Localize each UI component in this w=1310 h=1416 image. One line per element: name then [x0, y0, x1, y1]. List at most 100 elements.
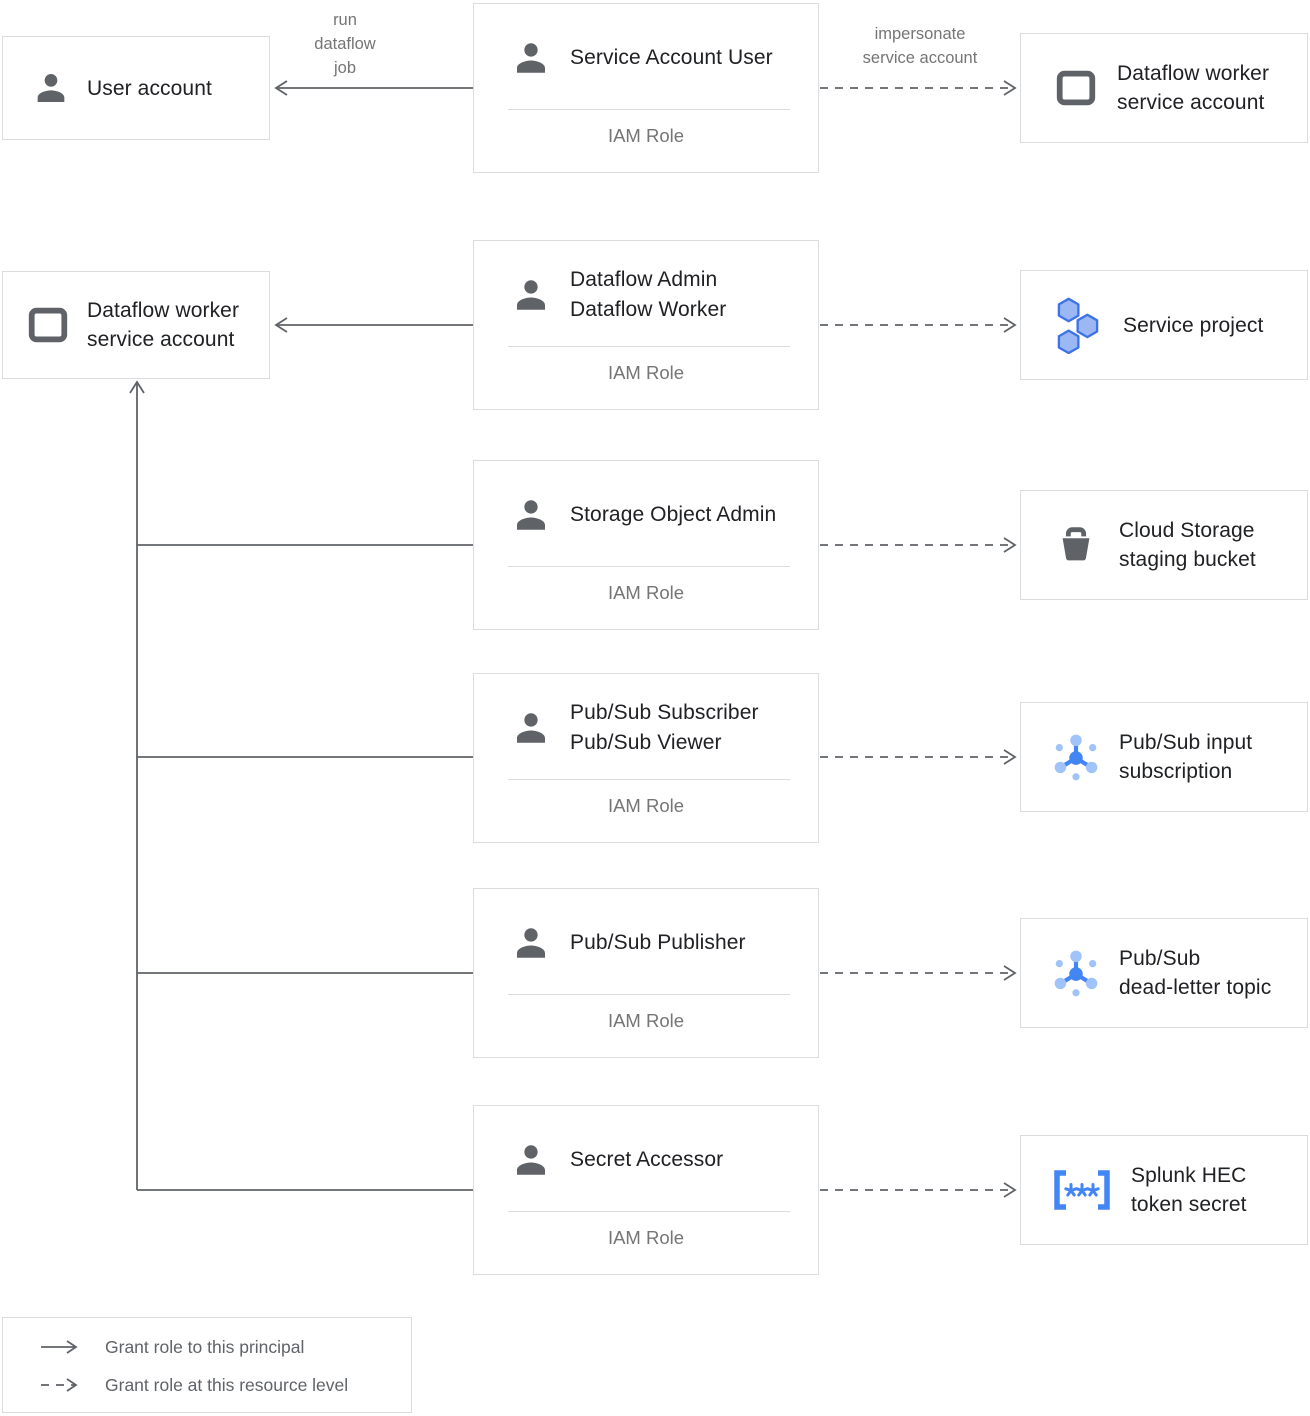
pubsub-icon	[1054, 950, 1098, 997]
secret-icon	[1054, 1170, 1110, 1210]
iam-role-title: Service Account User	[570, 43, 773, 73]
iam-box-head: Secret Accessor	[474, 1110, 818, 1210]
divider	[508, 109, 790, 110]
person-icon	[517, 280, 545, 310]
edge-label-line: dataflow	[314, 35, 376, 53]
label-line: token secret	[1131, 1193, 1247, 1216]
iam-title-line: Pub/Sub Publisher	[570, 931, 746, 954]
iam-role-subtitle: IAM Role	[607, 1227, 685, 1248]
arrowhead-right-icon	[1003, 1182, 1017, 1198]
service-account-icon	[1056, 70, 1096, 106]
resource-label: Dataflow worker service account	[1117, 59, 1269, 117]
label-line: Dataflow worker	[1117, 62, 1270, 85]
legend-label: Grant role to this principal	[105, 1336, 305, 1357]
arrowhead-up-icon	[129, 380, 145, 394]
divider	[508, 994, 790, 995]
iam-role-subtitle: IAM Role	[607, 582, 685, 603]
resource-input-subscription-box: Pub/Sub input subscription	[1020, 702, 1308, 812]
iam-role-title: Pub/Sub Publisher	[570, 928, 746, 958]
legend-item-dashed: Grant role at this resource level	[3, 1366, 411, 1404]
label-line: dead-letter topic	[1119, 976, 1272, 999]
label-line: Service project	[1123, 313, 1264, 337]
iam-box-head: Pub/Sub Publisher	[474, 893, 818, 993]
bucket-icon	[1062, 527, 1090, 561]
divider	[508, 779, 790, 780]
edge-label-line: impersonate	[874, 25, 966, 43]
iam-title-line: Dataflow Admin	[570, 268, 718, 291]
iam-role-subtitle: IAM Role	[607, 1010, 685, 1031]
iam-box-head: Dataflow Admin Dataflow Worker	[474, 245, 818, 345]
iam-box-pubsub-publisher: Pub/Sub Publisher IAM Role	[473, 888, 819, 1058]
iam-title-line: Dataflow Worker	[570, 298, 727, 321]
arrowhead-right-icon	[1003, 537, 1017, 553]
resource-service-project-box: Service project	[1020, 270, 1308, 380]
label-line: staging bucket	[1119, 548, 1256, 571]
iam-box-storage-object-admin: Storage Object Admin IAM Role	[473, 460, 819, 630]
iam-title-line: Pub/Sub Viewer	[570, 731, 722, 754]
iam-title-line: Storage Object Admin	[570, 503, 777, 526]
arrowhead-left-icon	[274, 80, 288, 96]
resource-dataflow-worker-sa-box: Dataflow worker service account	[1020, 33, 1308, 143]
person-icon	[37, 74, 65, 102]
iam-role-subtitle: IAM Role	[607, 362, 685, 383]
resource-label: Service project	[1123, 311, 1263, 340]
iam-role-title: Pub/Sub Subscriber Pub/Sub Viewer	[570, 698, 759, 758]
legend: Grant role to this principal Grant role …	[2, 1317, 412, 1413]
iam-role-subtitle: IAM Role	[607, 795, 685, 816]
person-icon	[517, 43, 545, 73]
project-icon	[1057, 297, 1099, 354]
legend-label: Grant role at this resource level	[105, 1374, 349, 1395]
dataflow-worker-sa-label: Dataflow worker service account	[87, 296, 239, 354]
label-line: Cloud Storage	[1119, 519, 1255, 542]
dataflow-worker-sa-box: Dataflow worker service account	[2, 271, 270, 379]
solid-arrow-icon	[41, 1340, 78, 1354]
edge-label-line: run	[333, 11, 357, 29]
edge-label-line: job	[333, 59, 357, 77]
person-icon	[517, 500, 545, 530]
person-icon	[517, 713, 545, 743]
label-line: Splunk HEC	[1131, 1164, 1247, 1187]
divider	[508, 1211, 790, 1212]
resource-token-secret-box: Splunk HEC token secret	[1020, 1135, 1308, 1245]
iam-box-head: Service Account User	[474, 8, 818, 108]
user-account-box: User account	[2, 36, 270, 140]
iam-box-service-account-user: Service Account User IAM Role	[473, 3, 819, 173]
iam-title-line: Pub/Sub Subscriber	[570, 701, 759, 724]
resource-label: Splunk HEC token secret	[1131, 1161, 1247, 1219]
resource-label: Cloud Storage staging bucket	[1119, 516, 1256, 574]
iam-box-pubsub-subscriber-viewer: Pub/Sub Subscriber Pub/Sub Viewer IAM Ro…	[473, 673, 819, 843]
label-line: Pub/Sub input	[1119, 731, 1253, 754]
divider	[508, 346, 790, 347]
label-line: Pub/Sub	[1119, 947, 1201, 970]
iam-role-title: Storage Object Admin	[570, 500, 776, 530]
iam-box-dataflow-admin-worker: Dataflow Admin Dataflow Worker IAM Role	[473, 240, 819, 410]
legend-item-solid: Grant role to this principal	[3, 1328, 411, 1366]
arrowhead-right-icon	[1003, 965, 1017, 981]
iam-role-title: Secret Accessor	[570, 1145, 723, 1175]
iam-role-title: Dataflow Admin Dataflow Worker	[570, 265, 726, 325]
resource-deadletter-topic-box: Pub/Sub dead-letter topic	[1020, 918, 1308, 1028]
edge-label-run-dataflow-job: run dataflow job	[280, 8, 410, 80]
arrowhead-right-icon	[1003, 749, 1017, 765]
service-account-icon	[28, 307, 68, 343]
iam-title-line: Secret Accessor	[570, 1148, 724, 1171]
label-line: subscription	[1119, 760, 1233, 783]
user-account-label: User account	[87, 76, 212, 100]
label-line: service account	[87, 328, 235, 351]
arrowhead-right-icon	[1003, 80, 1017, 96]
iam-box-secret-accessor: Secret Accessor IAM Role	[473, 1105, 819, 1275]
divider	[508, 566, 790, 567]
iam-box-head: Storage Object Admin	[474, 465, 818, 565]
resource-staging-bucket-box: Cloud Storage staging bucket	[1020, 490, 1308, 600]
iam-box-head: Pub/Sub Subscriber Pub/Sub Viewer	[474, 678, 818, 778]
edge-label-impersonate: impersonate service account	[825, 22, 1015, 70]
person-icon	[517, 1145, 545, 1175]
label-line: Dataflow worker	[87, 299, 240, 322]
arrowhead-left-icon	[274, 317, 288, 333]
iam-role-subtitle: IAM Role	[607, 125, 685, 146]
edge-label-line: service account	[862, 49, 978, 67]
dashed-arrow-icon	[41, 1378, 78, 1392]
person-icon	[517, 928, 545, 958]
arrowhead-right-icon	[1003, 317, 1017, 333]
